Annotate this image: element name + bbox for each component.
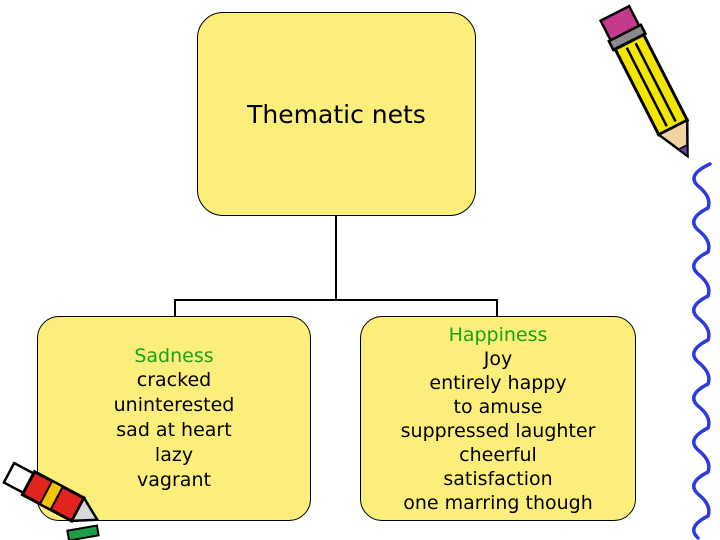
connector-right-drop — [496, 299, 498, 317]
connector-horizontal — [174, 299, 498, 301]
branch-heading: Sadness — [134, 345, 214, 367]
squiggle-border-icon — [692, 162, 712, 540]
crayon-icon — [2, 461, 100, 540]
branch-item: cracked — [136, 369, 212, 391]
branch-item: uninterested — [113, 394, 235, 416]
root-label: Thematic nets — [247, 99, 426, 129]
branch-item: lazy — [154, 444, 194, 466]
pencil-icon — [598, 4, 690, 159]
connector-root-stem — [335, 216, 337, 300]
branch-item: vagrant — [137, 469, 211, 491]
branch-item: to amuse — [453, 395, 543, 418]
branch-item: suppressed laughter — [400, 419, 596, 442]
branch-item: Joy — [483, 347, 513, 370]
connector-left-drop — [174, 299, 176, 317]
branch-heading: Happiness — [448, 323, 548, 346]
branch-item: sad at heart — [116, 419, 232, 441]
branch-item: cheerful — [459, 443, 537, 466]
branch-item: satisfaction — [443, 467, 553, 490]
branch-node-happiness: Happiness Joy entirely happy to amuse su… — [360, 316, 636, 521]
branch-node-sadness: Sadness cracked uninterested sad at hear… — [37, 316, 311, 521]
branch-item: one marring though — [403, 491, 593, 514]
root-node: Thematic nets — [197, 12, 476, 216]
branch-item: entirely happy — [429, 371, 567, 394]
